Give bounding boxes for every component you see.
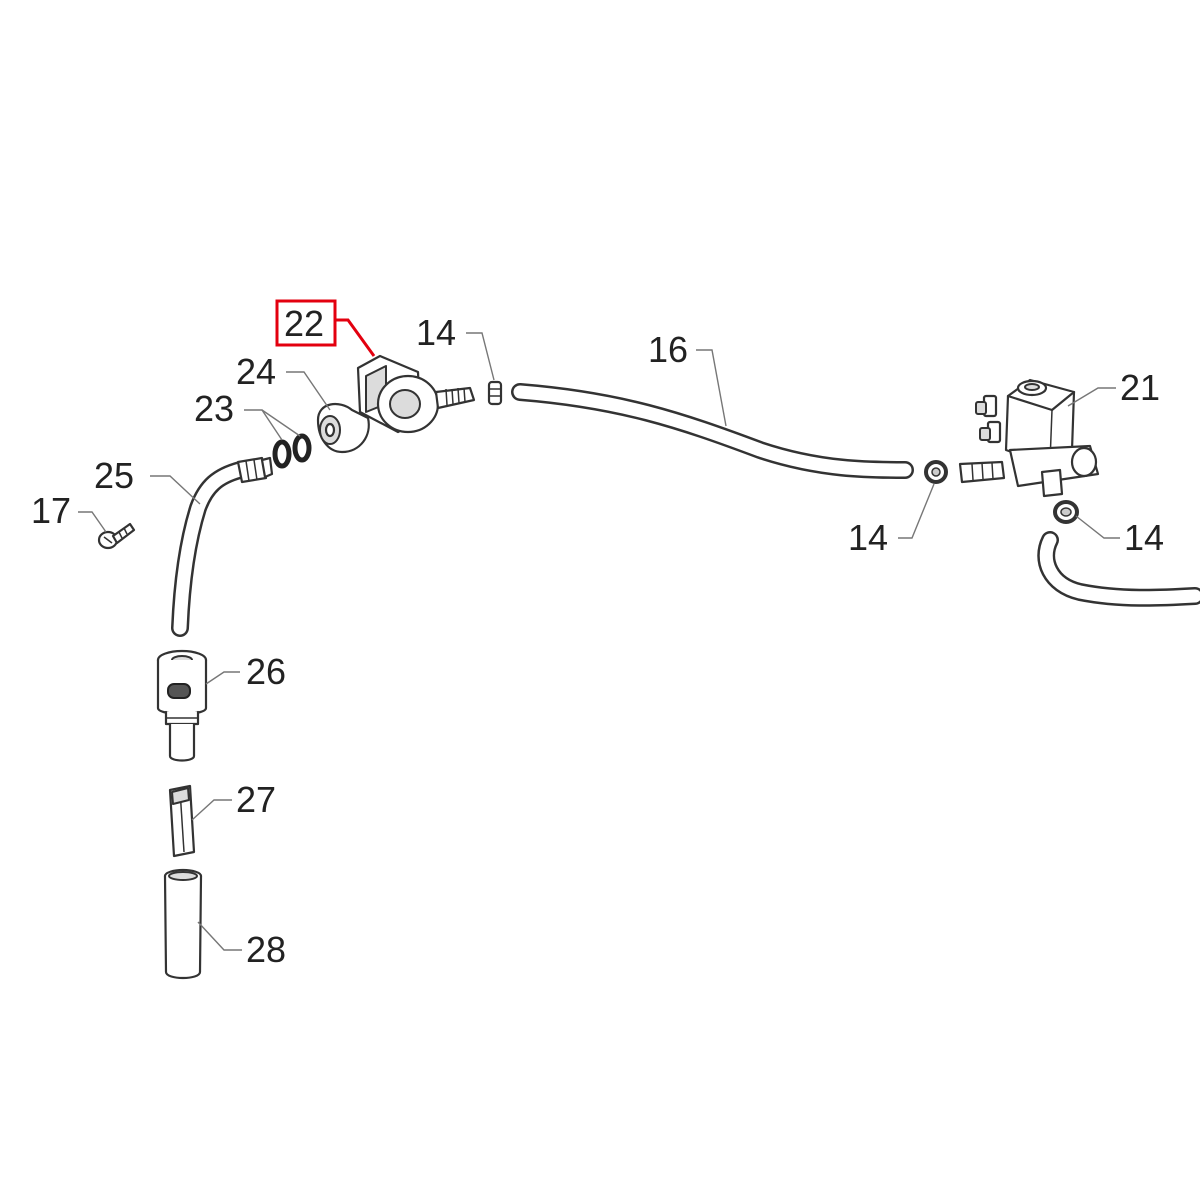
callout-26: 26 — [246, 651, 286, 692]
leader-14c — [1075, 515, 1120, 539]
part-17-screw — [97, 522, 136, 550]
callout-25: 25 — [94, 455, 134, 496]
callout-22: 22 — [284, 303, 324, 344]
part-23-o-rings — [272, 433, 312, 469]
part-28-tube — [163, 868, 203, 980]
leader-14a — [466, 332, 495, 381]
callout-14-middle: 14 — [848, 517, 888, 558]
callout-14-upper: 14 — [416, 312, 456, 353]
leader-28 — [197, 921, 242, 951]
callout-14-lower: 14 — [1124, 517, 1164, 558]
leader-24 — [286, 371, 331, 411]
part-22-thread — [445, 387, 466, 406]
part-14-clamp-middle — [924, 460, 948, 484]
part-16-hose — [511, 383, 914, 479]
leader-14b — [898, 483, 935, 539]
part-21-solenoid-valve — [958, 378, 1100, 498]
leader-lines — [78, 318, 1120, 951]
callout-28: 28 — [246, 929, 286, 970]
part-26-connector — [156, 649, 208, 762]
part-25-pipe — [171, 456, 274, 637]
part-14-clamp-upper — [487, 380, 503, 406]
leader-23b — [261, 409, 301, 437]
leader-21 — [1067, 387, 1116, 407]
callout-24: 24 — [236, 351, 276, 392]
part-27-sleeve — [168, 784, 196, 858]
part-21-terminals — [975, 394, 1002, 444]
leader-26 — [205, 671, 240, 685]
callout-16: 16 — [648, 329, 688, 370]
leader-17 — [78, 511, 107, 533]
part-24-cap — [316, 402, 370, 454]
part-14-clamp-lower — [1053, 500, 1079, 524]
callout-21: 21 — [1120, 367, 1160, 408]
leader-22 — [336, 318, 376, 357]
callout-17: 17 — [31, 490, 71, 531]
callout-23: 23 — [194, 388, 234, 429]
leader-23 — [244, 409, 283, 441]
outlet-hose — [1037, 531, 1200, 607]
leader-27 — [191, 799, 232, 821]
leader-25 — [150, 475, 201, 505]
part-22-holder — [356, 354, 476, 434]
leader-16 — [696, 349, 727, 427]
callout-27: 27 — [236, 779, 276, 820]
callout-22-highlight-box — [275, 299, 337, 347]
callouts: 22 24 23 25 17 14 16 21 14 14 26 27 28 — [31, 299, 1164, 970]
